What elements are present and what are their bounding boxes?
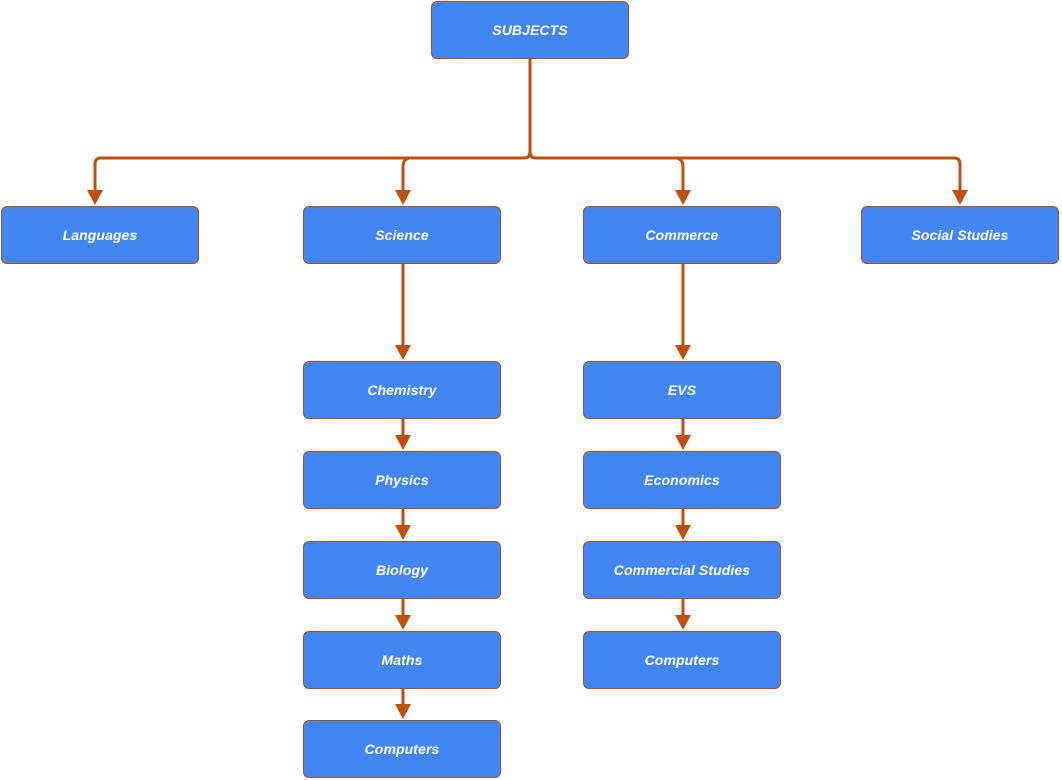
- arrowhead-commercial-studies: [675, 525, 691, 540]
- node-science[interactable]: Science: [303, 206, 501, 264]
- node-label-commerce: Commerce: [645, 227, 719, 243]
- node-maths[interactable]: Maths: [303, 631, 501, 689]
- node-subjects[interactable]: SUBJECTS: [431, 1, 629, 59]
- node-commerce-computers[interactable]: Computers: [583, 631, 781, 689]
- node-label-subjects: SUBJECTS: [492, 22, 568, 38]
- arrowhead-biology: [395, 525, 411, 540]
- node-physics[interactable]: Physics: [303, 451, 501, 509]
- node-economics[interactable]: Economics: [583, 451, 781, 509]
- node-label-maths: Maths: [381, 652, 423, 668]
- node-label-biology: Biology: [375, 562, 429, 578]
- arrowhead-science: [395, 190, 411, 205]
- arrowhead-physics: [395, 435, 411, 450]
- arrowhead-commerce-computers: [675, 615, 691, 630]
- arrowhead-languages: [87, 190, 103, 205]
- arrowhead-economics: [675, 435, 691, 450]
- node-label-economics: Economics: [644, 472, 720, 488]
- arrowhead-evs: [675, 345, 691, 360]
- node-social-studies[interactable]: Social Studies: [861, 206, 1059, 264]
- arrowhead-commerce: [675, 190, 691, 205]
- node-science-computers[interactable]: Computers: [303, 720, 501, 778]
- node-evs[interactable]: EVS: [583, 361, 781, 419]
- node-biology[interactable]: Biology: [303, 541, 501, 599]
- node-languages[interactable]: Languages: [1, 206, 199, 264]
- arrowhead-maths: [395, 615, 411, 630]
- edge-subjects-languages: [93, 58, 532, 192]
- edge-subjects-social-studies: [528, 58, 962, 192]
- arrowhead-science-computers: [395, 704, 411, 719]
- node-commercial-studies[interactable]: Commercial Studies: [583, 541, 781, 599]
- edge-subjects-science: [401, 58, 532, 192]
- node-label-science-computers: Computers: [364, 741, 440, 757]
- node-label-commerce-computers: Computers: [644, 652, 720, 668]
- edge-subjects-commerce: [528, 58, 685, 192]
- arrowhead-social-studies: [952, 190, 968, 205]
- node-label-languages: Languages: [62, 227, 138, 243]
- node-label-chemistry: Chemistry: [367, 382, 437, 398]
- node-label-evs: EVS: [667, 382, 697, 398]
- arrowhead-chemistry: [395, 345, 411, 360]
- node-label-science: Science: [375, 227, 429, 243]
- node-label-commercial-studies: Commercial Studies: [613, 562, 751, 578]
- node-commerce[interactable]: Commerce: [583, 206, 781, 264]
- node-chemistry[interactable]: Chemistry: [303, 361, 501, 419]
- node-label-social-studies: Social Studies: [911, 227, 1009, 243]
- node-label-physics: Physics: [375, 472, 429, 488]
